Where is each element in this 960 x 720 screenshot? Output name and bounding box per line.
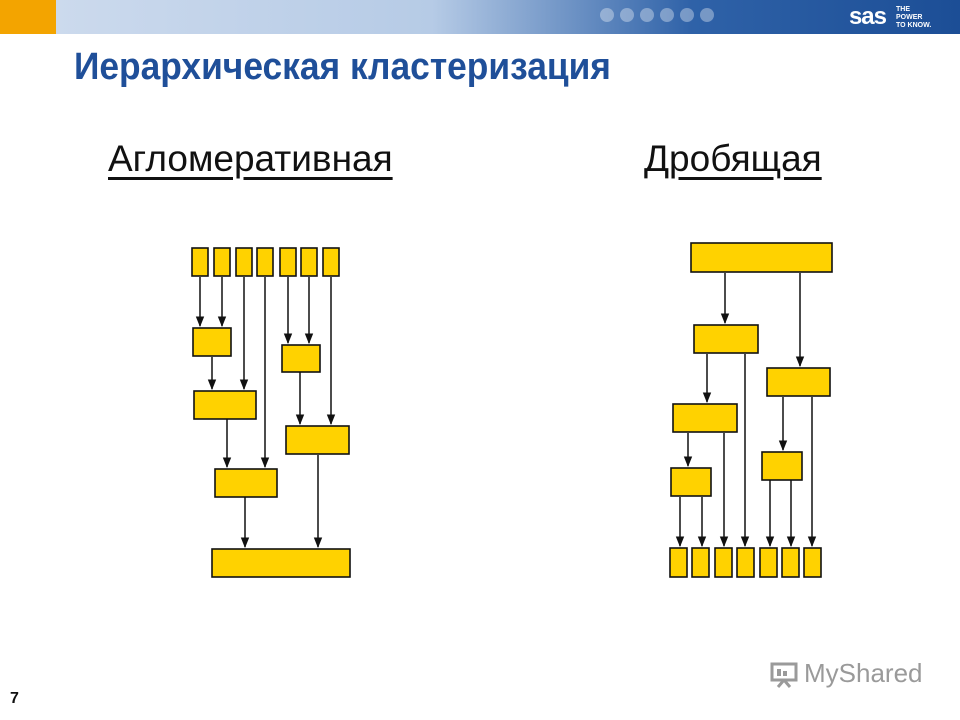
div-leaf-box xyxy=(736,547,755,578)
div-cluster-box xyxy=(761,451,803,481)
agg-cluster-box xyxy=(214,468,278,498)
top-banner: sas THE POWER TO KNOW. xyxy=(0,0,960,34)
decorative-dots xyxy=(600,8,714,22)
myshared-watermark: MyShared xyxy=(770,658,923,689)
agg-leaf-box xyxy=(256,247,274,277)
div-leaf-box xyxy=(781,547,800,578)
agg-cluster-box xyxy=(192,327,232,357)
agg-root-box xyxy=(211,548,351,578)
div-leaf-box xyxy=(714,547,733,578)
div-leaf-box xyxy=(691,547,710,578)
agg-cluster-box xyxy=(281,344,321,373)
sas-tagline: THE POWER TO KNOW. xyxy=(896,6,932,29)
page-number: 7 xyxy=(10,690,19,707)
div-leaf-box xyxy=(803,547,822,578)
divisive-heading: Дробящая xyxy=(644,138,822,179)
agg-leaf-box xyxy=(191,247,209,277)
agglomerative-heading: Агломеративная xyxy=(108,138,393,179)
watermark-text: MyShared xyxy=(804,658,923,688)
div-cluster-box xyxy=(693,324,759,354)
slide-title: Иерархическая кластеризация xyxy=(74,46,611,88)
presentation-icon xyxy=(770,662,798,688)
agg-leaf-box xyxy=(322,247,340,277)
agg-cluster-box xyxy=(193,390,257,420)
agg-leaf-box xyxy=(279,247,297,277)
divisive-diagram xyxy=(669,242,833,578)
agg-leaf-box xyxy=(300,247,318,277)
agg-leaf-box xyxy=(235,247,253,277)
sas-logo: sas xyxy=(848,3,887,30)
orange-accent-tab xyxy=(0,0,56,34)
agg-leaf-box xyxy=(213,247,231,277)
div-root-box xyxy=(690,242,833,273)
div-cluster-box xyxy=(672,403,738,433)
div-cluster-box xyxy=(766,367,831,397)
agglomerative-diagram xyxy=(191,247,351,578)
div-leaf-box xyxy=(759,547,778,578)
div-cluster-box xyxy=(670,467,712,497)
div-leaf-box xyxy=(669,547,688,578)
agg-cluster-box xyxy=(285,425,350,455)
